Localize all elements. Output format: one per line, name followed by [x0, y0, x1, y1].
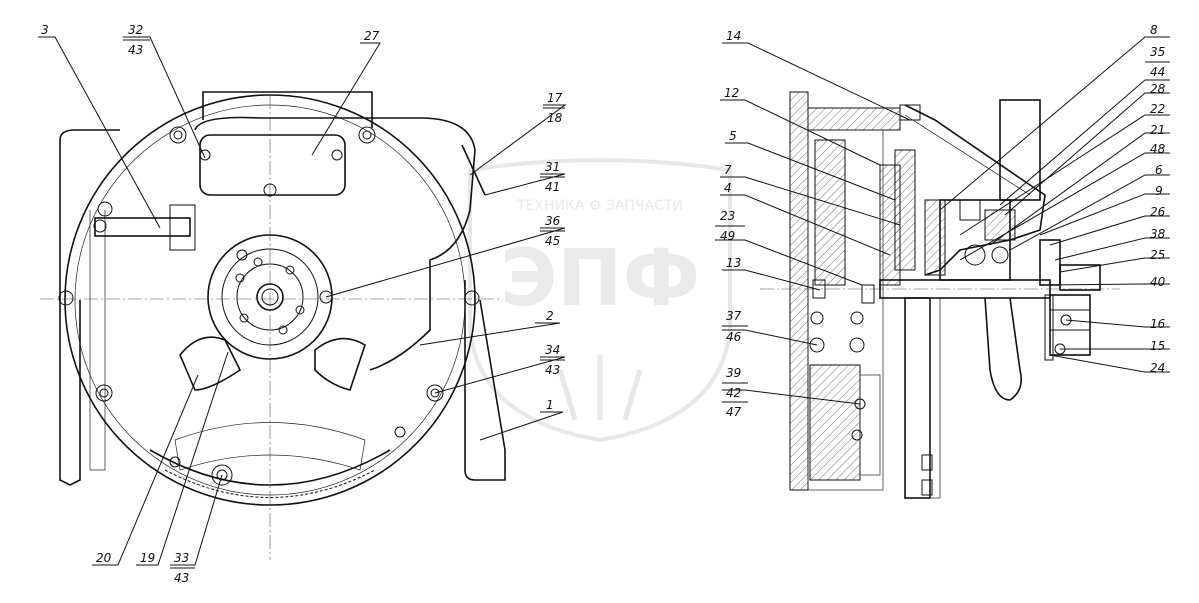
callout-39-top: 39	[726, 366, 741, 380]
callout-48: 48	[1150, 142, 1166, 156]
callout-14: 14	[726, 29, 741, 43]
callout-23-top: 23	[720, 209, 735, 223]
watermark-logo-letters: ЭПФ	[500, 234, 700, 324]
callout-9: 9	[1155, 184, 1163, 198]
callout-37-top: 37	[726, 309, 742, 323]
callout-4: 4	[724, 181, 732, 195]
segment-20	[179, 336, 242, 391]
callout-32-bottom: 43	[128, 43, 143, 57]
leader-lines	[38, 36, 1170, 566]
flange-bolts	[58, 126, 480, 486]
callout-20: 20	[96, 551, 112, 565]
callout-labels: 3 32 43 27 17 18 31 41 36 45 2 34 43 1 2…	[41, 23, 1170, 585]
callout-16: 16	[1150, 317, 1166, 331]
callout-25: 25	[1150, 248, 1165, 262]
callout-36-top: 36	[545, 214, 561, 228]
callout-39-mid: 42	[726, 386, 741, 400]
callout-6: 6	[1155, 163, 1163, 177]
callout-32-top: 32	[128, 23, 143, 37]
pipe-17	[461, 144, 486, 196]
callout-2: 2	[546, 309, 554, 323]
callout-33-top: 33	[174, 551, 189, 565]
callout-1: 1	[546, 398, 554, 412]
front-view	[40, 91, 506, 560]
watermark-company: ТЕХНИКА ⚙ ЗАПЧАСТИ	[516, 198, 683, 214]
callout-17-bottom: 18	[547, 111, 563, 125]
callout-17-top: 17	[547, 91, 563, 105]
bell-housing	[999, 99, 1041, 201]
callout-40: 40	[1150, 275, 1166, 289]
callout-39-bottom: 47	[726, 405, 742, 419]
pulley	[1049, 294, 1091, 356]
housing-flange	[64, 94, 476, 506]
callout-33-bottom: 43	[174, 571, 189, 585]
wheat-icon	[557, 355, 643, 421]
ring-gear	[164, 469, 376, 498]
callout-35-top: 35	[1150, 45, 1165, 59]
left-bracket	[59, 129, 120, 200]
callout-23-bottom: 49	[720, 229, 735, 243]
lever-3	[94, 217, 191, 237]
callout-34-top: 34	[545, 343, 560, 357]
callout-28: 28	[1150, 82, 1166, 96]
fork-lever	[984, 297, 1023, 401]
callout-38: 38	[1150, 227, 1166, 241]
housing-wall	[789, 91, 809, 491]
callout-21: 21	[1150, 123, 1165, 137]
callout-15: 15	[1150, 339, 1165, 353]
callout-31-bottom: 41	[545, 180, 560, 194]
callout-7: 7	[724, 163, 732, 177]
callout-5: 5	[729, 129, 737, 143]
callout-22: 22	[1150, 102, 1165, 116]
callout-34-bottom: 43	[545, 363, 560, 377]
shaft	[879, 279, 1051, 299]
release-bearing	[964, 244, 986, 266]
cover-plate-27	[199, 134, 346, 196]
section-view	[760, 91, 1120, 499]
callout-3: 3	[41, 23, 49, 37]
callout-26: 26	[1150, 205, 1166, 219]
callout-31-top: 31	[545, 160, 560, 174]
callout-24: 24	[1150, 361, 1165, 375]
callout-13: 13	[726, 256, 741, 270]
watermark: ТЕХНИКА ⚙ ЗАПЧАСТИ ЭПФ	[468, 158, 732, 443]
callout-35-bottom: 44	[1150, 65, 1165, 79]
callout-27: 27	[364, 29, 380, 43]
callout-19: 19	[140, 551, 155, 565]
callout-37-bottom: 46	[726, 330, 742, 344]
callout-12: 12	[724, 86, 739, 100]
watermark-shield	[468, 158, 732, 443]
callout-36-bottom: 45	[545, 234, 560, 248]
callout-8: 8	[1150, 23, 1158, 37]
